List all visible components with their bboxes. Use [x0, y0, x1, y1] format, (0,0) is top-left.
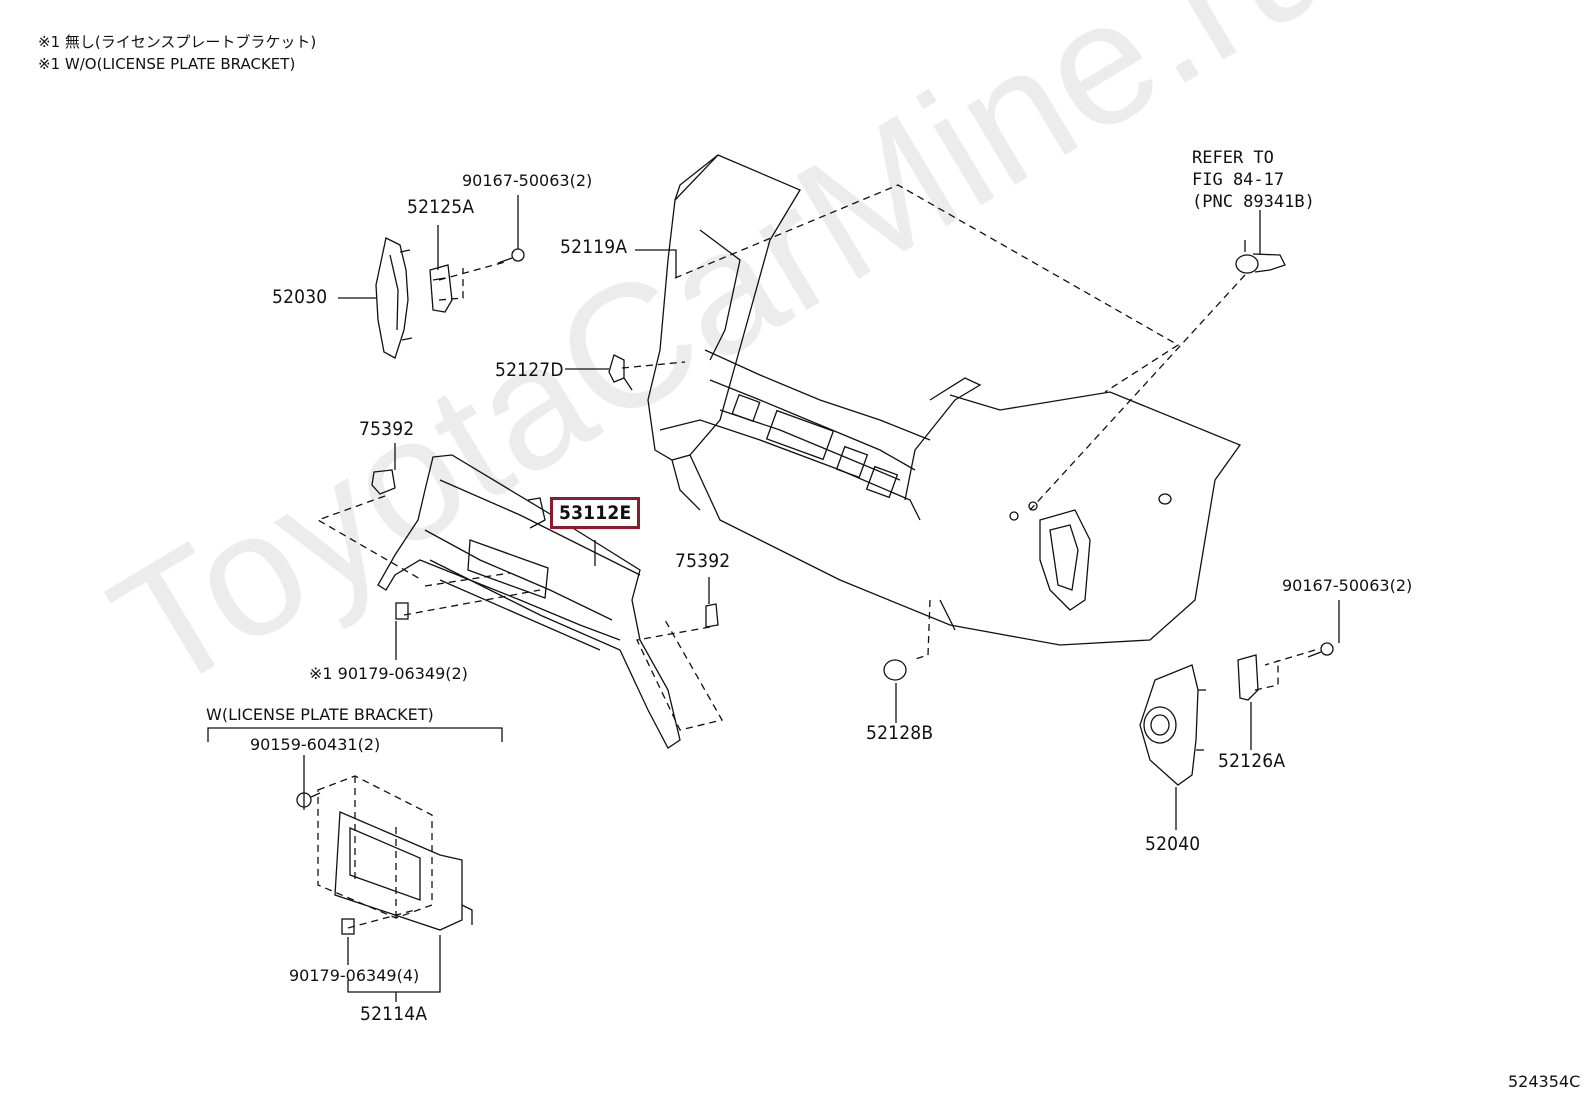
w-bracket-group-line: [207, 727, 503, 742]
dashed-guide-lines: [316, 184, 1316, 929]
parking-sensor-drawing: [1235, 240, 1286, 274]
part-label-90179-bottom[interactable]: 90179-06349(4): [289, 966, 420, 985]
refer-line-2: FIG 84-17: [1192, 170, 1285, 190]
cap-52128b-drawing: [883, 659, 907, 681]
refer-line-3: (PNC 89341B): [1192, 192, 1315, 212]
w-license-bracket-label: W(LICENSE PLATE BRACKET): [206, 705, 434, 724]
part-label-90159[interactable]: 90159-60431(2): [250, 735, 381, 754]
clip-52127d-drawing: [608, 354, 633, 391]
note-wo-en: ※1 W/O(LICENSE PLATE BRACKET): [38, 55, 296, 73]
part-label-52125a[interactable]: 52125A: [407, 196, 475, 218]
part-label-52127d[interactable]: 52127D: [495, 359, 564, 381]
bumper-cover-drawing: [647, 154, 1242, 646]
fog-cover-left-drawing: [375, 215, 525, 359]
figure-code: 524354C: [1508, 1072, 1581, 1091]
grille-drawing: [377, 454, 681, 749]
clip-75392-drawings: [371, 469, 719, 628]
part-label-52030[interactable]: 52030: [272, 286, 328, 308]
part-label-52040[interactable]: 52040: [1145, 833, 1201, 855]
fog-cover-right-drawing: [1139, 642, 1334, 786]
part-label-52119a[interactable]: 52119A: [560, 236, 628, 258]
leader-lines: [303, 195, 1340, 1002]
part-label-90179-left[interactable]: ※1 90179-06349(2): [309, 664, 468, 683]
note-wo-jp: ※1 無し(ライセンスプレートブラケット): [38, 33, 317, 51]
license-bracket-drawing: [296, 792, 473, 935]
part-label-52126a[interactable]: 52126A: [1218, 750, 1286, 772]
part-label-53112e-highlighted[interactable]: 53112E: [550, 497, 641, 529]
part-label-90167-top[interactable]: 90167-50063(2): [462, 171, 593, 190]
part-label-52114a[interactable]: 52114A: [360, 1003, 428, 1025]
part-label-90167-right[interactable]: 90167-50063(2): [1282, 576, 1413, 595]
refer-line-1: REFER TO: [1192, 148, 1274, 168]
part-label-75392-right[interactable]: 75392: [675, 550, 731, 572]
part-label-75392-left[interactable]: 75392: [359, 418, 415, 440]
nut-90179-left-drawing: [395, 602, 409, 620]
part-label-52128b[interactable]: 52128B: [866, 722, 934, 744]
